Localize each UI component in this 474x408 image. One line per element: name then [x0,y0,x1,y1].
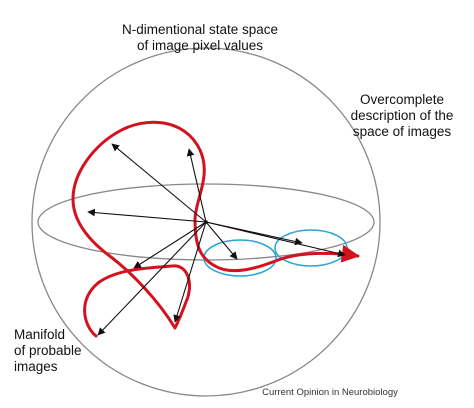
overcomplete-label-line-1: Overcomplete [359,92,445,107]
vector-down [173,221,207,323]
overcomplete-label: Overcomplete description of the space of… [330,92,474,140]
vector-upper-left [111,143,207,223]
overcomplete-label-line-3: space of images [352,124,452,139]
manifold-label-line-3: images [14,359,58,374]
vector-lower-left [133,221,207,269]
overcomplete-label-line-2: description of the [350,108,454,123]
vector-left [87,208,207,223]
manifold-label-line-1: Manifold [14,327,66,342]
vector-group [87,143,346,336]
state-space-sphere [31,47,381,397]
vector-far-lower-left [97,221,207,336]
vector-right-long [205,221,346,258]
basis-ellipse-right [274,229,348,267]
manifold-label: Manifold of probable images [14,327,94,375]
manifold-curve [71,120,360,338]
state-space-label-line-2: of image pixel values [136,38,264,53]
vector-lower-right-short [205,221,238,260]
state-space-label-line-1: N-dimentional state space [121,22,279,37]
state-space-label: N-dimentional state space of image pixel… [100,22,300,54]
manifold-label-line-2: of probable [14,343,82,358]
origin-point [204,220,208,224]
vector-up [186,148,207,223]
source-credit: Current Opinion in Neurobiology [262,387,398,398]
